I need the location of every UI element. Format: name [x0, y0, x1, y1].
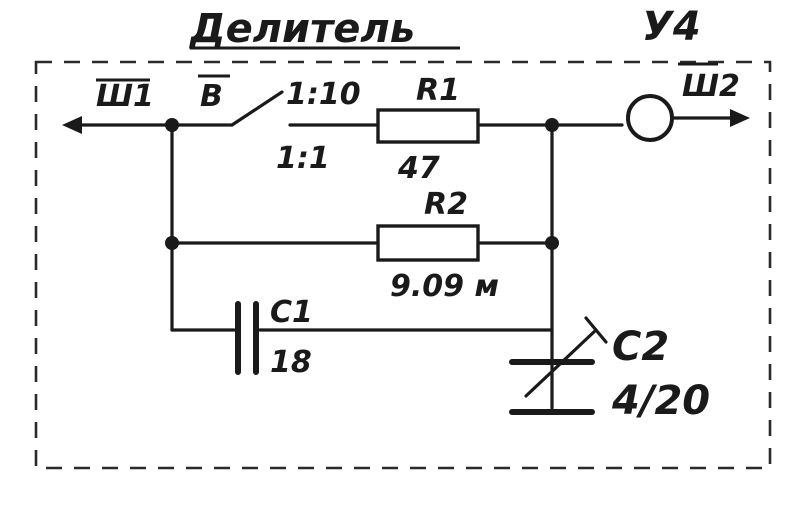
r1-resistor: [376, 108, 480, 144]
node-right-r1: [545, 118, 559, 132]
node-input: [165, 118, 179, 132]
c2-value: 4/20: [611, 378, 710, 424]
block-id: У4: [642, 4, 701, 50]
output-arrow-icon: [730, 109, 750, 127]
enclosure-border: [34, 60, 772, 470]
c1-name: C1: [270, 295, 313, 330]
output-connector-ring: [626, 94, 674, 142]
block-title: Делитель: [188, 6, 415, 52]
input-arrow-icon: [62, 116, 82, 134]
node-right-r2: [545, 236, 559, 250]
switch-position-a: 1:10: [286, 77, 361, 112]
output-connector-label: Ш2: [682, 69, 740, 104]
r2-resistor: [376, 224, 480, 262]
input-connector-label: Ш1: [96, 79, 154, 114]
node-left-r2: [165, 236, 179, 250]
c2-name: C2: [612, 324, 669, 370]
c2-variable-arrow-head: [584, 316, 608, 344]
r1-name: R1: [416, 73, 460, 108]
switch-blade: [230, 90, 284, 127]
c1-value: 18: [270, 345, 312, 380]
switch-position-b: 1:1: [276, 141, 330, 176]
r1-value: 47: [397, 151, 440, 186]
switch-label: В: [200, 79, 223, 114]
c2-variable-arrow: [524, 328, 598, 398]
r2-value: 9.09 м: [390, 269, 499, 304]
r2-name: R2: [424, 187, 468, 222]
